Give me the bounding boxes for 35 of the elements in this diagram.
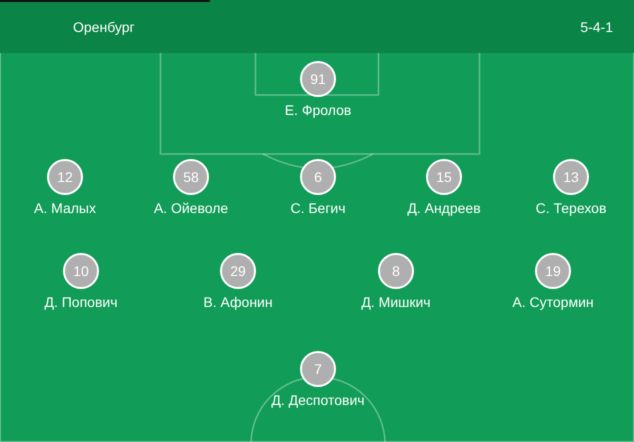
player-name: С. Бегич <box>290 200 346 216</box>
player-marker <box>300 61 336 97</box>
player-marker <box>553 159 589 195</box>
player-name: Д. Мишкич <box>361 294 431 310</box>
player-marker <box>63 253 99 289</box>
player-name: Д. Андреев <box>407 200 481 216</box>
shirt-number: 12 <box>57 169 73 185</box>
player-name: А. Ойеволе <box>154 200 228 216</box>
player-name: В. Афонин <box>203 294 273 310</box>
formation-label: 5-4-1 <box>580 19 613 35</box>
shirt-number: 13 <box>563 169 579 185</box>
player-marker <box>47 159 83 195</box>
player-marker <box>535 253 571 289</box>
player-marker <box>300 351 336 387</box>
shirt-number: 10 <box>73 263 89 279</box>
player-name: Д. Деспотович <box>271 392 365 408</box>
shirt-number: 6 <box>314 169 322 185</box>
shirt-number: 58 <box>183 169 199 185</box>
shirt-number: 29 <box>230 263 246 279</box>
shirt-number: 15 <box>436 169 452 185</box>
shirt-number: 19 <box>545 263 561 279</box>
shirt-number: 91 <box>310 71 326 87</box>
player-marker <box>173 159 209 195</box>
shirt-number: 8 <box>392 263 400 279</box>
player-name: Д. Попович <box>44 294 118 310</box>
player-marker <box>426 159 462 195</box>
player-marker <box>378 253 414 289</box>
player-name: Е. Фролов <box>284 102 352 118</box>
player-name: С. Терехов <box>536 200 606 216</box>
player-marker <box>300 159 336 195</box>
player-name: А. Малых <box>34 200 96 216</box>
team-name: Оренбург <box>73 19 135 35</box>
player-name: А. Сутормин <box>512 294 594 310</box>
shirt-number: 7 <box>314 361 322 377</box>
player-marker <box>220 253 256 289</box>
